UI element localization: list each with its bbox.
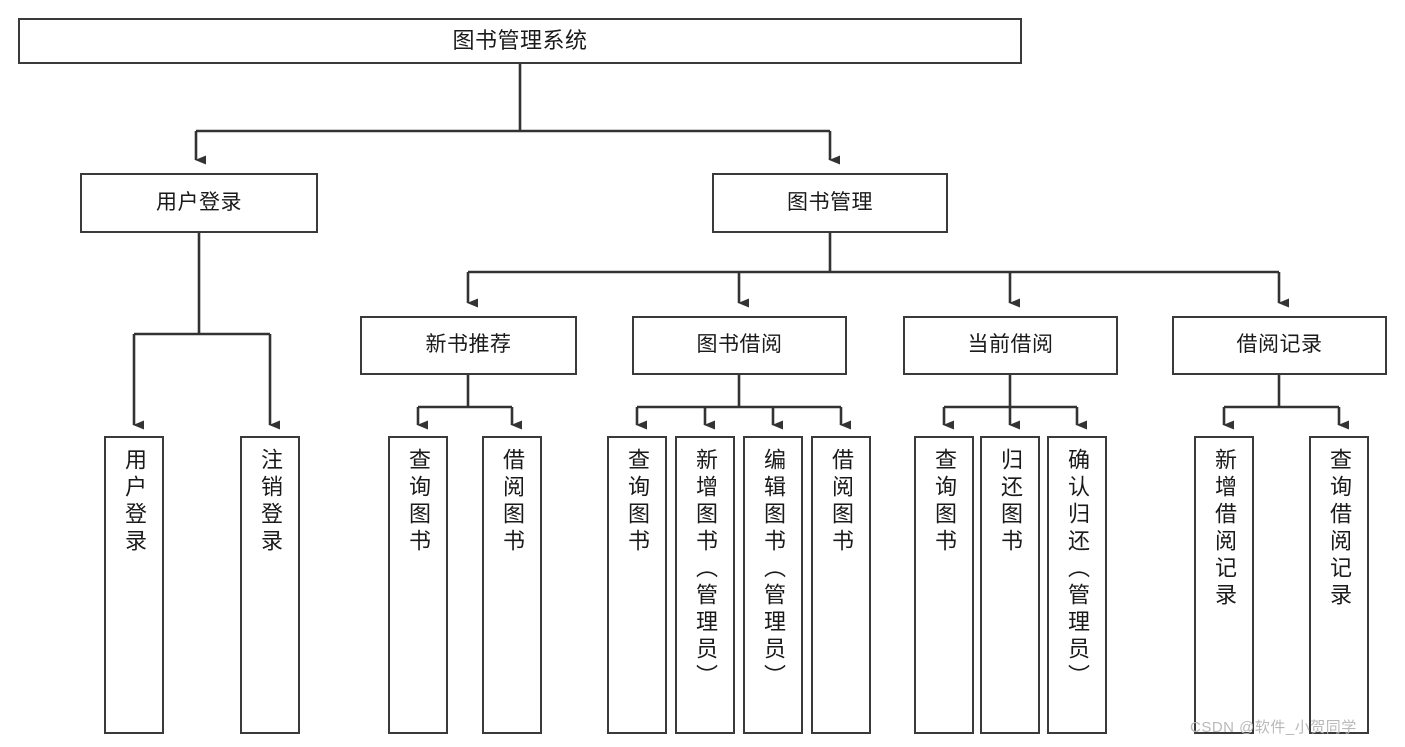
node-label: 归还图书	[998, 448, 1023, 556]
node-label: 注销登录	[258, 448, 283, 556]
leaf-query-book-new-recommend[interactable]: 查询图书	[388, 436, 448, 734]
leaf-edit-book-admin[interactable]: 编辑图书（管理员）	[743, 436, 803, 734]
node-label: 图书借阅	[696, 333, 783, 357]
node-label: 当前借阅	[967, 333, 1054, 357]
node-label: 查询借阅记录	[1327, 448, 1352, 610]
leaf-query-borrow-record[interactable]: 查询借阅记录	[1309, 436, 1369, 734]
csdn-watermark: CSDN @软件_小贺同学	[1190, 719, 1357, 736]
node-label: 新增图书（管理员）	[693, 448, 718, 691]
leaf-logout-login[interactable]: 注销登录	[240, 436, 300, 734]
node-label: 查询图书	[625, 448, 650, 556]
node-label: 新书推荐	[425, 333, 512, 357]
leaf-add-book-admin[interactable]: 新增图书（管理员）	[675, 436, 735, 734]
node-new-book-recommend[interactable]: 新书推荐	[360, 316, 577, 375]
node-label: 确认归还（管理员）	[1065, 448, 1090, 691]
node-current-borrow[interactable]: 当前借阅	[903, 316, 1118, 375]
node-book-borrow[interactable]: 图书借阅	[632, 316, 847, 375]
node-label: 编辑图书（管理员）	[761, 448, 786, 691]
node-label: 图书管理系统	[452, 28, 588, 54]
node-label: 查询图书	[406, 448, 431, 556]
node-label: 用户登录	[156, 190, 242, 214]
leaf-return-book[interactable]: 归还图书	[980, 436, 1040, 734]
node-book-management[interactable]: 图书管理	[712, 173, 948, 233]
leaf-confirm-return-admin[interactable]: 确认归还（管理员）	[1047, 436, 1107, 734]
node-label: 借阅图书	[829, 448, 854, 556]
node-label: 图书管理	[787, 190, 873, 214]
leaf-borrow-book-borrow[interactable]: 借阅图书	[811, 436, 871, 734]
node-root-system[interactable]: 图书管理系统	[18, 18, 1022, 64]
node-user-login[interactable]: 用户登录	[80, 173, 318, 233]
node-label: 借阅记录	[1236, 333, 1323, 357]
node-label: 新增借阅记录	[1212, 448, 1237, 610]
leaf-borrow-book-new-recommend[interactable]: 借阅图书	[482, 436, 542, 734]
leaf-query-book-current[interactable]: 查询图书	[914, 436, 974, 734]
node-label: 查询图书	[932, 448, 957, 556]
node-label: 用户登录	[122, 448, 147, 556]
leaf-user-login[interactable]: 用户登录	[104, 436, 164, 734]
leaf-query-book-borrow[interactable]: 查询图书	[607, 436, 667, 734]
node-borrow-record[interactable]: 借阅记录	[1172, 316, 1387, 375]
node-label: 借阅图书	[500, 448, 525, 556]
leaf-add-borrow-record[interactable]: 新增借阅记录	[1194, 436, 1254, 734]
